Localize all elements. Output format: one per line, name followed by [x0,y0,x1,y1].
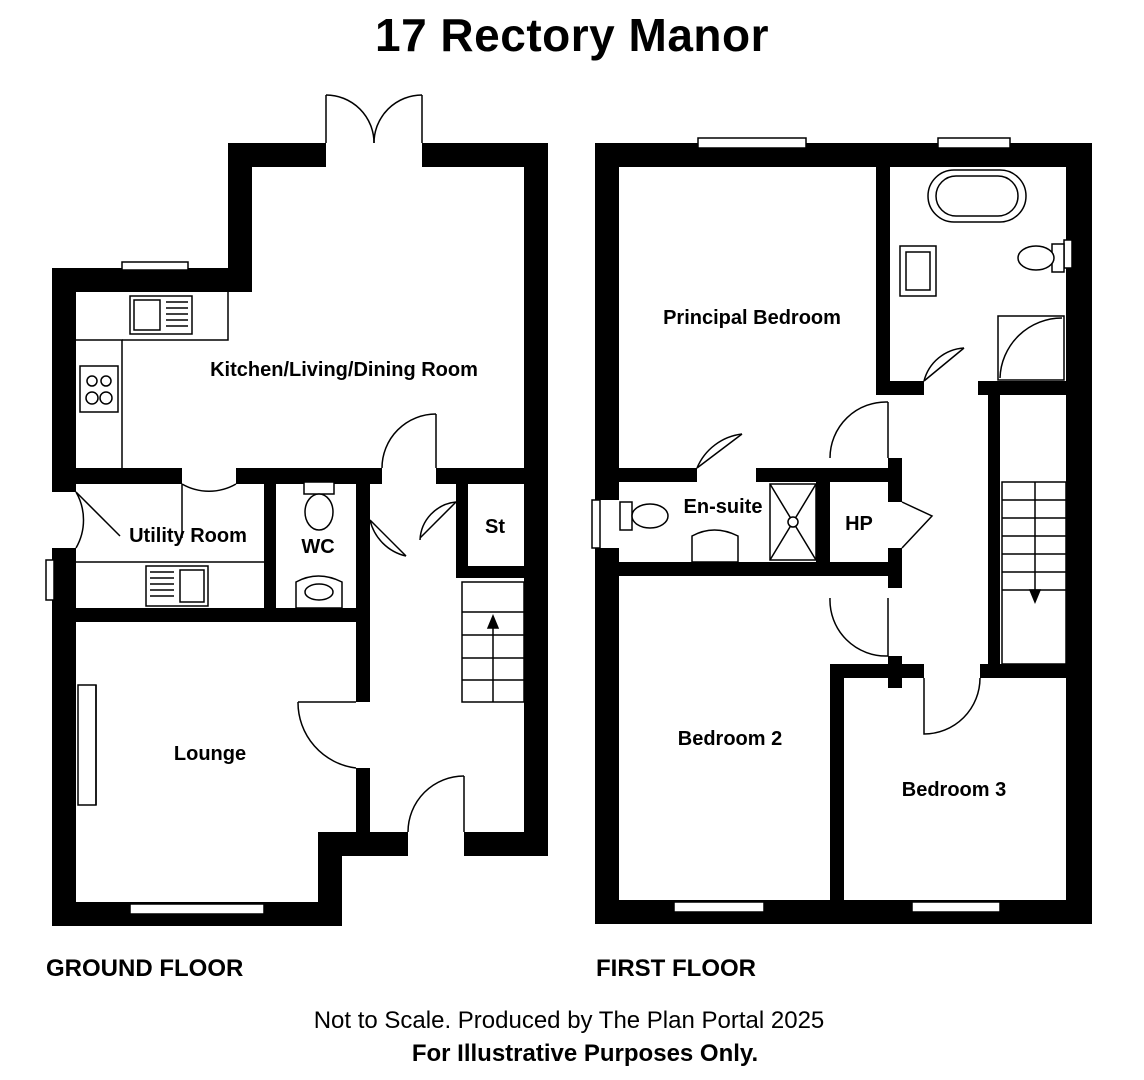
room-label-bedroom2: Bedroom 2 [678,728,782,750]
wc-fixtures [295,481,343,609]
disclaimer-scale: Not to Scale. Produced by The Plan Porta… [313,1007,825,1034]
first-windows [591,137,1073,913]
ground-floor-plan: Kitchen/Living/Dining Room Utility Room … [45,94,548,926]
room-label-kitchen: Kitchen/Living/Dining Room [210,359,478,381]
ground-exterior-walls [52,143,548,926]
ensuite-fixtures [619,483,817,563]
ground-stairs [461,581,525,703]
first-floor-label: FIRST FLOOR [596,955,756,982]
kitchen-units [76,292,229,468]
first-doors [696,347,981,735]
room-label-wc: WC [301,536,334,558]
room-label-ensuite: En-suite [684,496,763,518]
first-stairs [1001,481,1067,665]
room-label-store: St [485,516,505,538]
ground-floor-label: GROUND FLOOR [46,955,244,982]
room-label-principal: Principal Bedroom [663,307,841,329]
plan-title: 17 Rectory Manor [374,9,769,61]
bathroom-fixtures [899,169,1065,381]
french-doors [325,94,423,144]
first-floor-plan: Principal Bedroom En-suite HP Bedroom 2 … [591,137,1092,924]
ground-interior-walls [76,468,548,856]
ground-doors [75,413,465,833]
utility-units [76,561,264,607]
room-label-hp: HP [845,513,873,535]
disclaimer-illustrative: For Illustrative Purposes Only. [411,1040,759,1067]
room-label-bedroom3: Bedroom 3 [902,779,1006,801]
first-interior-walls [619,167,1066,900]
ground-windows [45,261,265,915]
room-label-lounge: Lounge [174,743,246,765]
room-label-utility: Utility Room [129,525,247,547]
first-exterior-walls [595,143,1092,924]
